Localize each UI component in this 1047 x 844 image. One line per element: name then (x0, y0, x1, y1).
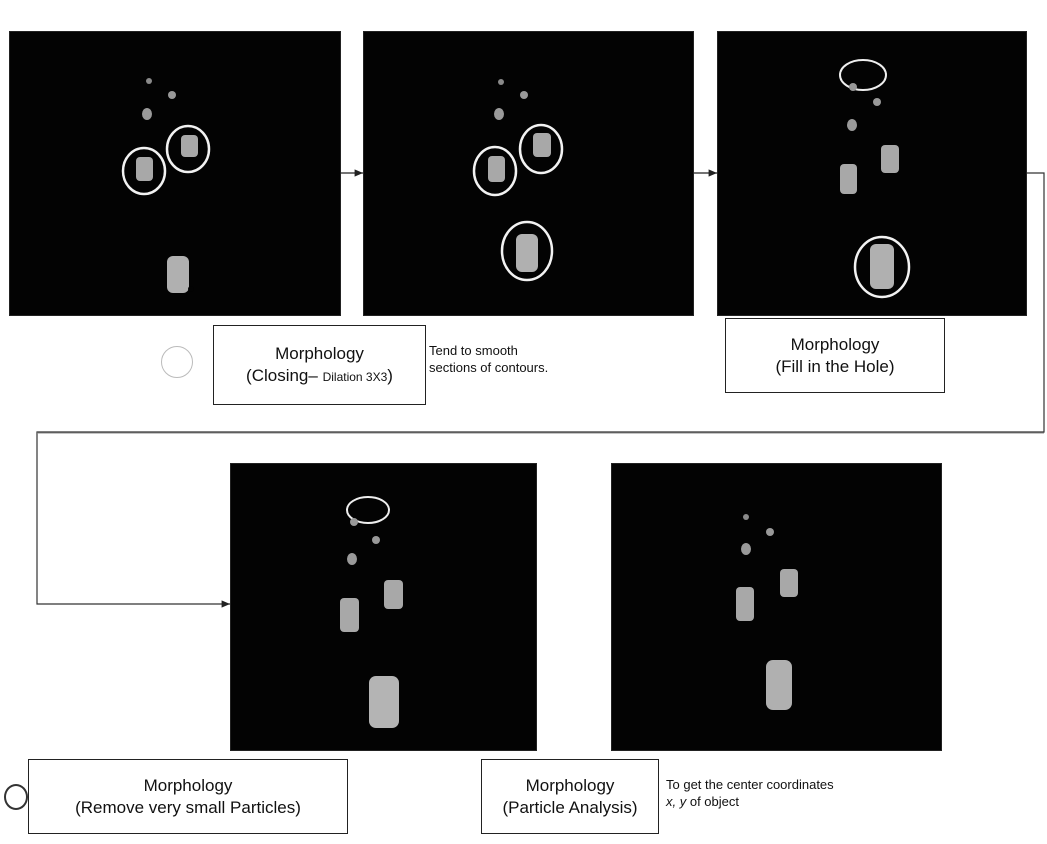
image-panel-4 (231, 464, 536, 750)
image-panel-3 (718, 32, 1026, 315)
caption-fill-hole-subtitle: (Fill in the Hole) (775, 356, 895, 376)
caption-particle-analysis-subtitle: (Particle Analysis) (502, 797, 638, 817)
caption-fill-hole: Morphology (Fill in the Hole) (725, 318, 945, 393)
caption-particle-analysis: Morphology (Particle Analysis) (481, 759, 659, 834)
image-panel-2 (364, 32, 693, 315)
image-panel-5 (612, 464, 941, 750)
step-marker (4, 784, 28, 810)
particle-note: To get the center coordinates x, y of ob… (666, 777, 834, 809)
caption-remove-particles-title: Morphology (143, 775, 233, 795)
caption-closing-title: Morphology (275, 343, 364, 363)
caption-closing-subtitle: (Closing– Dilation 3X3) (246, 365, 393, 385)
caption-closing: Morphology (Closing– Dilation 3X3) (213, 325, 426, 405)
caption-fill-hole-title: Morphology (790, 334, 880, 354)
image-panel-1 (10, 32, 340, 315)
caption-remove-particles-subtitle: (Remove very small Particles) (75, 797, 301, 817)
caption-remove-particles: Morphology (Remove very small Particles) (28, 759, 348, 834)
caption-particle-analysis-title: Morphology (525, 775, 615, 795)
step-marker (161, 346, 193, 378)
closing-note: Tend to smooth sections of contours. (429, 343, 549, 375)
